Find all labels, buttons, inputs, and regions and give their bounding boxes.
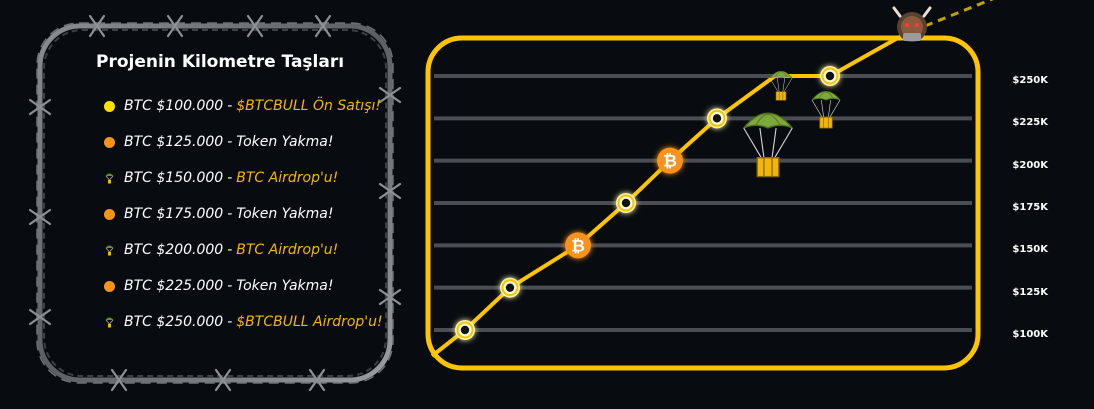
parachute-crate-icon xyxy=(769,70,793,101)
bitcoin-icon xyxy=(657,147,683,174)
milestone-separator: - xyxy=(227,242,233,258)
milestone-separator: - xyxy=(227,206,233,222)
y-tick-label: $225K xyxy=(1012,117,1048,129)
milestone-price: BTC $225.000 xyxy=(124,278,224,294)
y-tick-label: $150K xyxy=(1012,244,1048,256)
milestone-item: BTC $100.000-$BTCBULL Ön Satışı! xyxy=(96,88,396,124)
milestone-action: BTC Airdrop'u! xyxy=(236,242,339,258)
milestones-list: Projenin Kilometre Taşları BTC $100.000-… xyxy=(96,52,396,340)
y-tick-label: $250K xyxy=(1012,75,1048,86)
milestone-point-center xyxy=(621,198,631,208)
milestone-point-center xyxy=(712,114,722,123)
orange-dot-icon xyxy=(102,279,116,293)
milestone-item: BTC $225.000-Token Yakma! xyxy=(96,268,396,304)
bitcoin-icon xyxy=(565,232,591,259)
y-tick-label: $125K xyxy=(1012,286,1048,298)
yellow-dot-icon xyxy=(102,99,116,113)
y-tick-label: $175K xyxy=(1012,202,1048,213)
milestone-price: BTC $100.000 xyxy=(124,98,224,114)
milestone-action: BTC Airdrop'u! xyxy=(236,170,339,186)
milestone-price: BTC $200.000 xyxy=(124,242,224,258)
milestone-price: BTC $175.000 xyxy=(124,206,224,222)
bitcoin-symbol: ₿ xyxy=(571,236,585,256)
milestone-action: $BTCBULL Airdrop'u! xyxy=(236,314,383,330)
parachute-icon xyxy=(102,171,116,185)
milestone-price: BTC $250.000 xyxy=(124,314,224,330)
milestone-item: BTC $150.000-BTC Airdrop'u! xyxy=(96,160,396,196)
bitcoin-symbol: ₿ xyxy=(663,152,677,172)
bull-mascot-icon xyxy=(892,6,932,42)
y-tick-label: $100K xyxy=(1012,329,1048,340)
milestone-separator: - xyxy=(227,314,233,330)
milestone-separator: - xyxy=(227,170,233,186)
milestone-item: BTC $125.000-Token Yakma! xyxy=(96,124,396,160)
price-line xyxy=(430,28,913,358)
barbed-wire-frame xyxy=(28,14,402,392)
milestone-price: BTC $125.000 xyxy=(124,134,224,150)
milestone-separator: - xyxy=(227,134,233,150)
parachute-icon xyxy=(102,315,116,329)
milestone-separator: - xyxy=(227,278,233,294)
milestone-point-center xyxy=(825,71,835,81)
milestone-item: BTC $175.000-Token Yakma! xyxy=(96,196,396,232)
milestone-point-center xyxy=(505,283,515,292)
milestone-action: Token Yakma! xyxy=(236,206,334,222)
parachute-crate-icon xyxy=(811,91,841,129)
chart-frame xyxy=(425,35,981,371)
y-tick-label: $200K xyxy=(1012,159,1048,171)
milestone-action: Token Yakma! xyxy=(236,134,334,150)
price-line-projection xyxy=(924,0,995,28)
orange-dot-icon xyxy=(102,207,116,221)
parachute-icon xyxy=(102,243,116,257)
milestone-price: BTC $150.000 xyxy=(124,170,224,186)
milestone-item: BTC $250.000-$BTCBULL Airdrop'u! xyxy=(96,304,396,340)
milestone-item: BTC $200.000-BTC Airdrop'u! xyxy=(96,232,396,268)
milestone-point-center xyxy=(460,325,470,335)
orange-dot-icon xyxy=(102,135,116,149)
parachute-crate-icon xyxy=(743,112,793,178)
milestone-action: Token Yakma! xyxy=(236,278,334,294)
milestone-separator: - xyxy=(227,98,233,114)
milestones-title: Projenin Kilometre Taşları xyxy=(96,52,345,72)
milestone-action: $BTCBULL Ön Satışı! xyxy=(236,98,381,114)
